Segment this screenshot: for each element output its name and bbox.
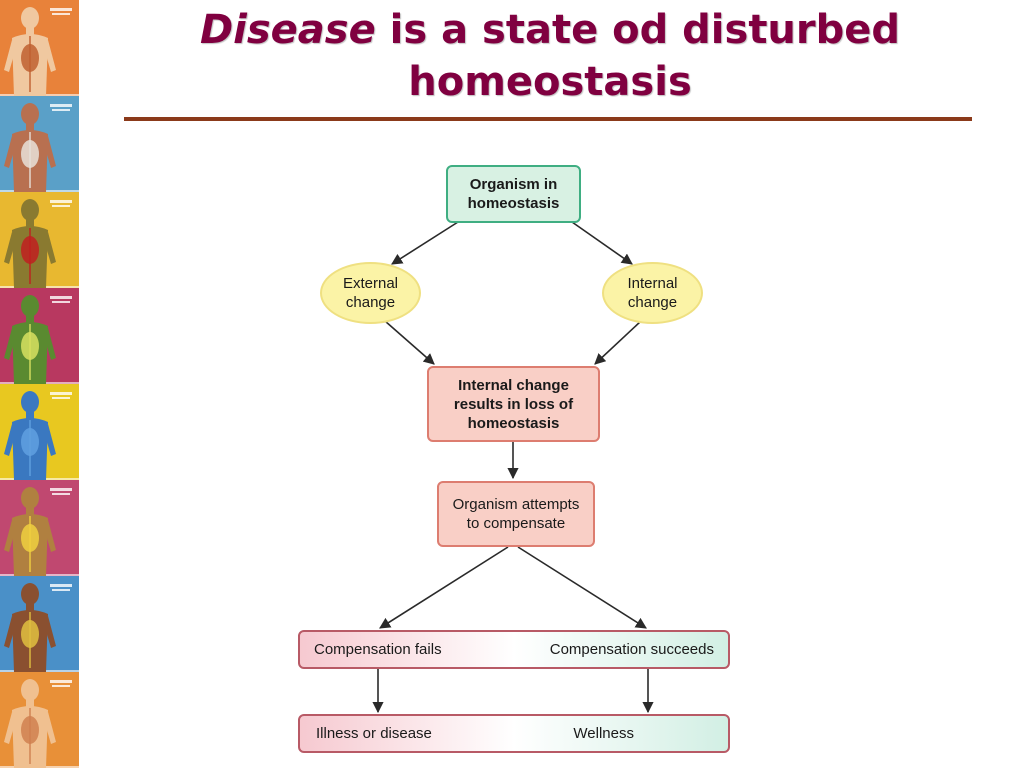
- compensation-fails-label: Compensation fails: [314, 641, 442, 658]
- arrow-external-to-loss: [384, 320, 435, 365]
- body-figure-icon: [0, 288, 79, 384]
- arrow-compensate-to-succeeds: [517, 546, 647, 629]
- node-organism-in-homeostasis: Organism in homeostasis: [446, 165, 581, 223]
- body-figure-icon: [0, 0, 79, 96]
- title-rest: is a state od disturbed homeostasis: [375, 7, 901, 105]
- reproductive-system-panel: [0, 672, 79, 768]
- result-bar: Illness or disease Wellness: [298, 714, 730, 753]
- endocrine-system-panel: [0, 576, 79, 672]
- illness-or-disease-label: Illness or disease: [316, 725, 432, 742]
- body-figure-icon: [0, 480, 79, 576]
- body-systems-strip: [0, 0, 79, 768]
- title-emphasis: Disease: [199, 7, 376, 53]
- compensation-outcome-bar: Compensation fails Compensation succeeds: [298, 630, 730, 669]
- body-figure-icon: [0, 192, 79, 288]
- arrow-start-to-external: [391, 221, 459, 265]
- skeletal-system-panel: [0, 288, 79, 384]
- arrow-internal-to-loss: [594, 320, 642, 365]
- compensation-succeeds-label: Compensation succeeds: [549, 641, 714, 658]
- title-rule: [124, 117, 972, 121]
- respiratory-system-panel: [0, 96, 79, 192]
- wellness-label: Wellness: [573, 725, 634, 742]
- digestive-system-panel: [0, 0, 79, 96]
- body-figure-icon: [0, 576, 79, 672]
- node-organism-attempts-to-compensate: Organism attempts to compensate: [437, 481, 595, 547]
- node-internal-change: Internal change: [602, 262, 703, 324]
- muscular-system-panel: [0, 384, 79, 480]
- slide-title: Disease is a state od disturbed homeosta…: [120, 4, 980, 108]
- body-figure-icon: [0, 384, 79, 480]
- circulatory-system-panel: [0, 192, 79, 288]
- nervous-system-panel: [0, 480, 79, 576]
- arrow-compensate-to-fails: [379, 546, 509, 629]
- node-external-change: External change: [320, 262, 421, 324]
- arrow-start-to-internal: [571, 221, 633, 265]
- body-figure-icon: [0, 672, 79, 768]
- node-loss-of-homeostasis: Internal change results in loss of homeo…: [427, 366, 600, 442]
- body-figure-icon: [0, 96, 79, 192]
